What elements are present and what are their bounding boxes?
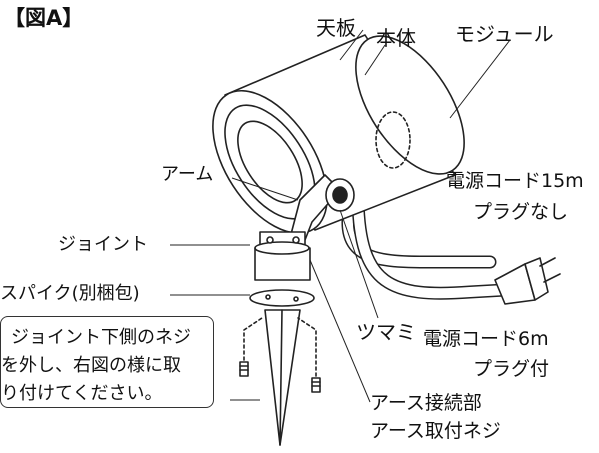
cord-15m-label: 電源コード15m xyxy=(446,170,584,192)
cord-6m-plug-label: プラグ付 xyxy=(473,358,550,380)
cord-6m-label: 電源コード6m xyxy=(423,328,549,350)
figure-label: 【図A】 xyxy=(4,6,84,30)
module-dashed xyxy=(375,111,411,169)
cord-15m-plug-label: プラグなし xyxy=(473,201,569,223)
spike xyxy=(249,289,315,446)
spike-label: スパイク(別梱包) xyxy=(0,283,140,304)
note-box: ジョイント下側のネジ を外し、右図の様に取 り付けてください。 xyxy=(0,316,214,408)
body-label: 本体 xyxy=(376,26,416,50)
arm-label: アーム xyxy=(161,164,214,185)
earth-screws xyxy=(239,317,321,393)
joint-label: ジョイント xyxy=(58,234,148,255)
knob xyxy=(325,178,355,212)
note-line-2: を外し、右図の様に取 xyxy=(1,355,181,376)
earth-screw-label: アース取付ネジ xyxy=(370,420,501,442)
top-plate-label: 天板 xyxy=(316,16,356,40)
earth-connection-label: アース接続部 xyxy=(370,392,482,414)
knob-label: ツマミ xyxy=(356,320,416,344)
note-line-3: り付けてください。 xyxy=(1,383,163,404)
lamp-body xyxy=(212,34,465,235)
power-plug xyxy=(494,257,561,305)
joint xyxy=(254,231,311,281)
note-line-1: ジョイント下側のネジ xyxy=(11,327,191,348)
module-label: モジュール xyxy=(455,22,554,46)
